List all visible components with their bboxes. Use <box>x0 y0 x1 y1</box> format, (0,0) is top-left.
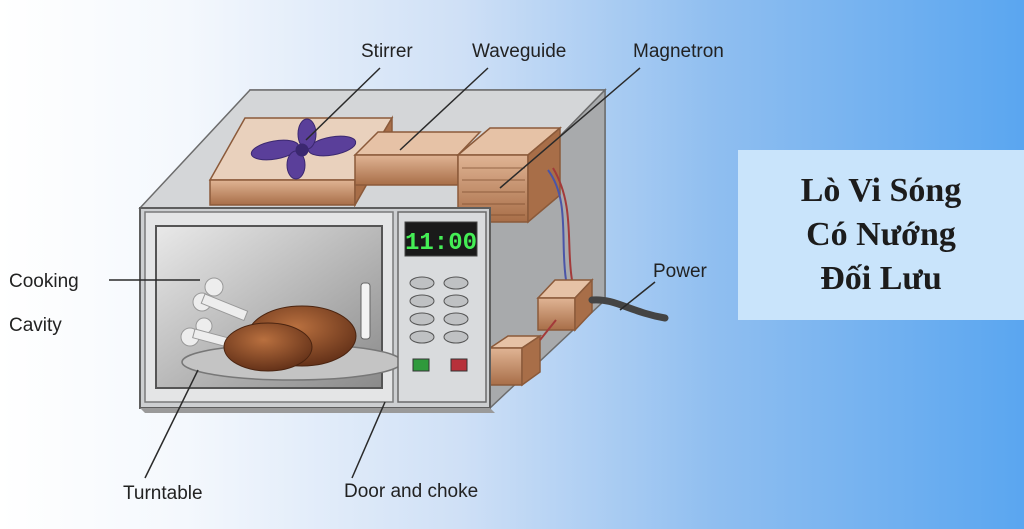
transformer-block <box>487 319 557 387</box>
leader-line-turntable <box>144 369 199 479</box>
label-magnetron: Magnetron <box>633 41 724 62</box>
keypad-button <box>443 294 469 308</box>
stop-button-icon <box>450 358 468 372</box>
keypad-button <box>443 312 469 326</box>
leader-line-power <box>619 281 656 311</box>
magnetron-wires <box>547 167 573 281</box>
power-box <box>536 278 594 332</box>
leader-line-stirrer <box>305 67 381 141</box>
start-button-icon <box>412 358 430 372</box>
title-line-2: Có Nướng <box>806 216 956 253</box>
label-power: Power <box>653 261 707 282</box>
stirrer-fan-icon <box>250 118 357 180</box>
label-stirrer: Stirrer <box>361 41 413 62</box>
label-cooking: Cooking <box>9 271 79 292</box>
label-cavity: Cavity <box>9 315 62 336</box>
title-box: Lò Vi Sóng Có Nướng Đối Lưu <box>738 150 1024 320</box>
label-waveguide: Waveguide <box>472 41 567 62</box>
magnetron <box>455 126 563 224</box>
title-line-3: Đối Lưu <box>820 260 942 297</box>
control-panel: 11:00 <box>397 211 487 403</box>
cabinet-base <box>140 408 495 413</box>
clock-readout: 11:00 <box>405 230 477 257</box>
keypad-button <box>409 276 435 290</box>
keypad-buttons <box>409 276 469 344</box>
leader-line-magnetron <box>499 67 641 189</box>
label-turntable: Turntable <box>123 483 203 504</box>
keypad-button <box>443 276 469 290</box>
leader-line-door-and-choke <box>351 401 386 479</box>
waveguide <box>353 131 482 186</box>
door-handle <box>360 282 371 340</box>
leader-lines <box>109 67 656 479</box>
title-line-1: Lò Vi Sóng <box>800 172 962 209</box>
keypad-button <box>409 312 435 326</box>
keypad-button <box>443 330 469 344</box>
keypad-button <box>409 294 435 308</box>
label-door-and-choke: Door and choke <box>344 481 479 502</box>
leader-line-waveguide <box>399 67 489 151</box>
clock-display <box>404 221 478 257</box>
keypad-button <box>409 330 435 344</box>
chicken-food <box>180 277 357 372</box>
